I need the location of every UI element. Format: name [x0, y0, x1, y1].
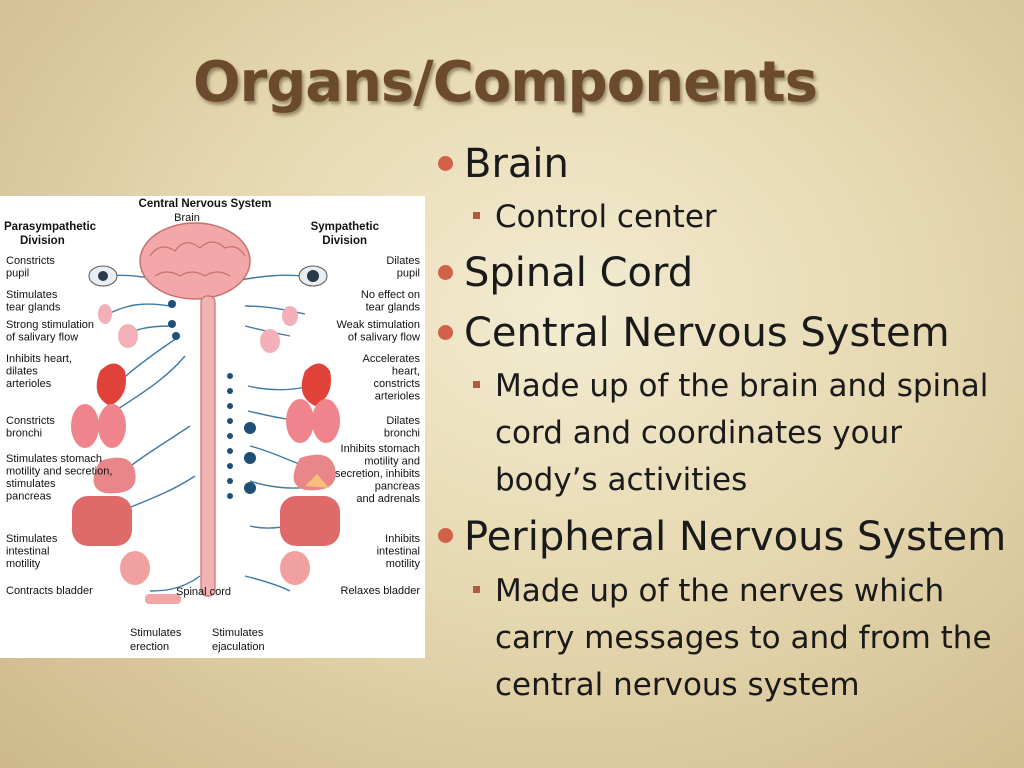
- diagram-svg: Central Nervous System Brain Parasympath…: [4, 198, 420, 653]
- left-label-6-line-2: motility: [6, 558, 41, 570]
- left-label-2-line-0: Strong stimulation: [6, 319, 94, 331]
- bottom-right-label-1: Stimulates: [212, 627, 264, 639]
- diagram-title: Central Nervous System: [139, 198, 272, 210]
- right-label-0-line-1: pupil: [397, 268, 420, 280]
- right-label-5-line-3: pancreas: [375, 481, 421, 493]
- sub-bullet-square: [473, 212, 480, 219]
- right-label-3-line-3: arterioles: [375, 391, 421, 403]
- left-label-6-line-1: intestinal: [6, 546, 49, 558]
- left-label-1-line-1: tear glands: [6, 302, 61, 314]
- heart-left: [96, 363, 126, 406]
- left-label-4-line-1: bronchi: [6, 428, 42, 440]
- left-label-1-line-0: Stimulates: [6, 289, 58, 301]
- bullet-text: Spinal Cord: [464, 250, 694, 296]
- bullet-dot: [438, 325, 453, 340]
- ganglia: [168, 300, 256, 499]
- left-label-0-line-0: Constricts: [6, 255, 55, 267]
- tear-gland-right: [282, 306, 298, 326]
- right-label-5-line-2: secretion, inhibits: [335, 468, 420, 480]
- right-header-1: Sympathetic: [311, 221, 380, 233]
- bottom-left-label-2: erection: [130, 641, 169, 653]
- right-label-2-line-1: of salivary flow: [348, 332, 420, 344]
- salivary-gland-right: [260, 329, 280, 353]
- left-label-3-line-1: dilates: [6, 366, 38, 378]
- bullet-cns: Central Nervous System: [432, 303, 1012, 363]
- lung-left-1: [71, 404, 99, 448]
- nervous-system-diagram: Central Nervous System Brain Parasympath…: [0, 196, 425, 658]
- left-label-3-line-2: arterioles: [6, 378, 52, 390]
- stomach-right: [293, 454, 336, 491]
- adrenal-gland: [305, 474, 329, 488]
- sub-bullet-text: Made up of the nerves which carry messag…: [495, 573, 992, 703]
- bullet-brain: Brain: [432, 134, 1012, 194]
- bullet-text: Brain: [464, 141, 569, 187]
- right-label-1-line-1: tear glands: [366, 302, 421, 314]
- bottom-right-label-2: ejaculation: [212, 641, 265, 653]
- right-label-3-line-1: heart,: [392, 366, 420, 378]
- sub-bullet-square: [473, 586, 480, 593]
- lung-right-2: [312, 399, 340, 443]
- right-label-4-line-1: bronchi: [384, 428, 420, 440]
- sub-bullet-square: [473, 381, 480, 388]
- salivary-gland-left: [118, 324, 138, 348]
- sub-bullet-text: Made up of the brain and spinal cord and…: [495, 368, 989, 498]
- lung-right-1: [286, 399, 314, 443]
- right-label-6-line-2: motility: [386, 558, 421, 570]
- right-label-5-line-0: Inhibits stomach: [341, 443, 420, 455]
- bullet-text: Peripheral Nervous System: [464, 514, 1007, 560]
- left-label-7-line-0: Contracts bladder: [6, 585, 93, 597]
- tear-gland-left: [98, 304, 112, 324]
- slide-title: Organs/Components: [192, 50, 818, 115]
- reproductive-organ: [145, 594, 181, 604]
- right-label-3-line-2: constricts: [374, 378, 421, 390]
- right-label-5-line-4: and adrenals: [356, 493, 420, 505]
- bladder-left: [120, 551, 150, 585]
- right-label-0-line-0: Dilates: [386, 255, 420, 267]
- bottom-left-label-1: Stimulates: [130, 627, 182, 639]
- bullet-dot: [438, 156, 453, 171]
- left-label-5-line-1: motility and secretion,: [6, 466, 112, 478]
- right-label-2-line-0: Weak stimulation: [336, 319, 420, 331]
- bladder-right: [280, 551, 310, 585]
- intestine-right: [280, 496, 340, 546]
- left-label-5-line-0: Stimulates stomach: [6, 453, 102, 465]
- right-label-6-line-0: Inhibits: [385, 533, 420, 545]
- bullet-dot: [438, 528, 453, 543]
- left-label-3-line-0: Inhibits heart,: [6, 353, 72, 365]
- stomach-left: [93, 457, 136, 494]
- left-header-1: Parasympathetic: [4, 221, 97, 233]
- left-label-4-line-0: Constricts: [6, 415, 55, 427]
- heart-right: [301, 363, 331, 406]
- bullet-spinal-cord: Spinal Cord: [432, 243, 1012, 303]
- bullet-pns: Peripheral Nervous System: [432, 506, 1012, 568]
- right-label-6-line-1: intestinal: [377, 546, 420, 558]
- right-label-1-line-0: No effect on: [361, 289, 420, 301]
- brain-shape: [139, 222, 251, 300]
- sub-bullet-pns-description: Made up of the nerves which carry messag…: [432, 568, 1012, 709]
- left-label-2-line-1: of salivary flow: [6, 332, 78, 344]
- right-label-5-line-1: motility and: [364, 456, 420, 468]
- intestine-left: [72, 496, 132, 546]
- left-label-0-line-1: pupil: [6, 268, 29, 280]
- sub-bullet-control-center: Control center: [432, 194, 1012, 241]
- bullet-dot: [438, 265, 453, 280]
- lung-left-2: [98, 404, 126, 448]
- sub-bullet-text: Control center: [495, 199, 717, 235]
- bullet-list: Brain Control center Spinal Cord Central…: [432, 134, 1012, 711]
- brain-label: Brain: [174, 212, 200, 224]
- right-label-4-line-0: Dilates: [386, 415, 420, 427]
- bullet-text: Central Nervous System: [464, 310, 950, 356]
- spinal-cord-label: Spinal cord: [176, 586, 231, 598]
- right-header-2: Division: [322, 235, 367, 247]
- right-label-3-line-0: Accelerates: [363, 353, 421, 365]
- right-label-7-line-0: Relaxes bladder: [341, 585, 421, 597]
- spinal-cord-shape: [200, 295, 216, 597]
- left-header-2: Division: [20, 235, 65, 247]
- left-label-6-line-0: Stimulates: [6, 533, 58, 545]
- left-label-5-line-3: pancreas: [6, 491, 52, 503]
- sub-bullet-cns-description: Made up of the brain and spinal cord and…: [432, 363, 1012, 504]
- left-label-5-line-2: stimulates: [6, 478, 56, 490]
